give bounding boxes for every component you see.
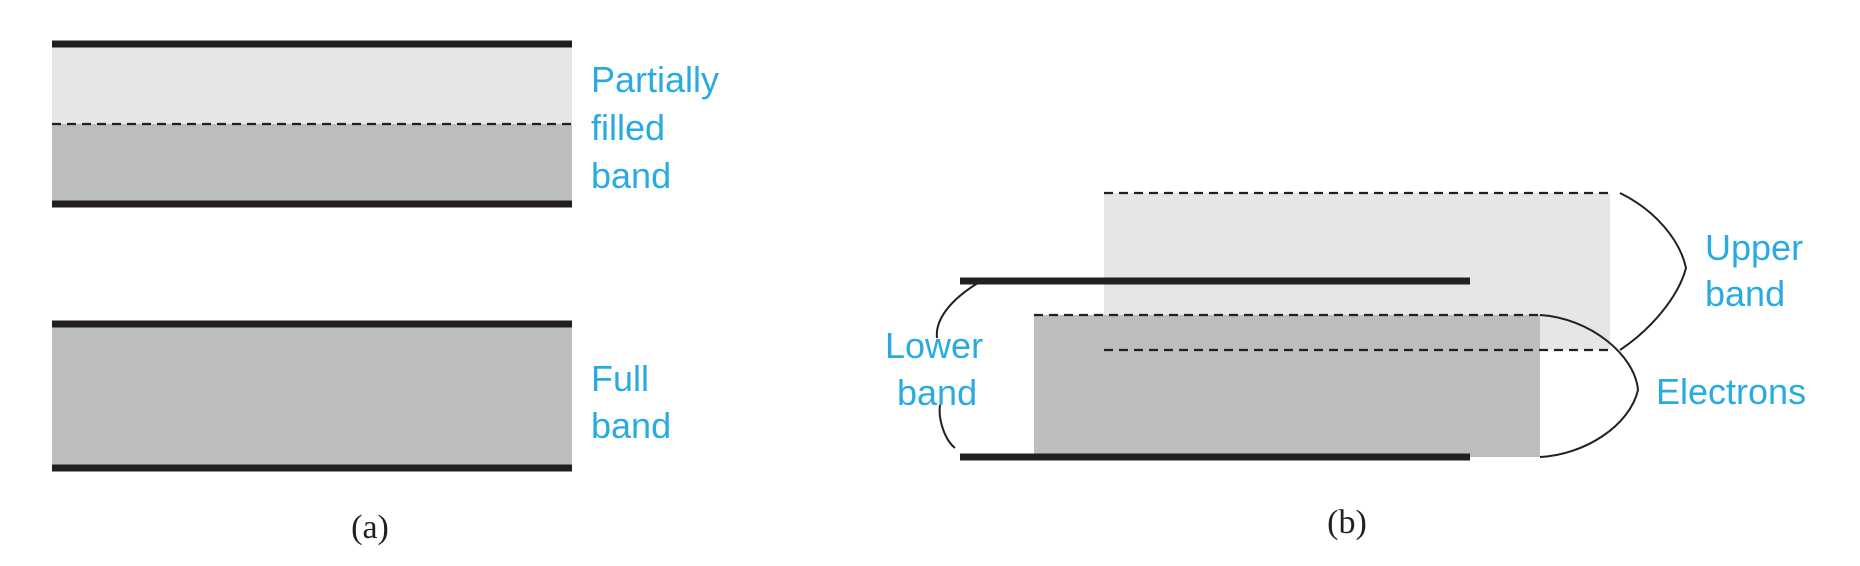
upper-band-brace	[1619, 192, 1688, 351]
label-line: Upper	[1705, 227, 1803, 268]
filled-region	[52, 124, 572, 204]
label-line: band	[591, 405, 671, 446]
electrons-filled-region	[1034, 315, 1540, 457]
panel-a: Partially filled band Full band (a)	[52, 40, 729, 546]
panel-a-caption: (a)	[351, 509, 389, 546]
label-line: Lower	[885, 325, 983, 366]
electrons-brace	[1539, 314, 1640, 458]
label-line: Full	[591, 358, 649, 399]
partially-filled-band	[52, 40, 572, 208]
panel-b-caption: (b)	[1327, 504, 1367, 541]
lower-band-label: Lower band	[885, 325, 993, 413]
lower-band-brace	[935, 282, 979, 449]
label-line: Partially	[591, 59, 719, 100]
panel-b: Upper band Lower band Electrons (b)	[885, 191, 1813, 541]
empty-region	[52, 44, 572, 124]
label-line: band	[591, 155, 671, 196]
upper-band-label: Upper band	[1705, 227, 1813, 314]
label-line: band	[897, 372, 977, 413]
label-line: filled	[591, 107, 665, 148]
filled-region	[52, 324, 572, 468]
full-band	[52, 320, 572, 472]
full-band-label: Full band	[591, 358, 671, 446]
partially-filled-band-label: Partially filled band	[591, 59, 729, 196]
electrons-label: Electrons	[1656, 371, 1806, 412]
label-line: band	[1705, 273, 1785, 314]
